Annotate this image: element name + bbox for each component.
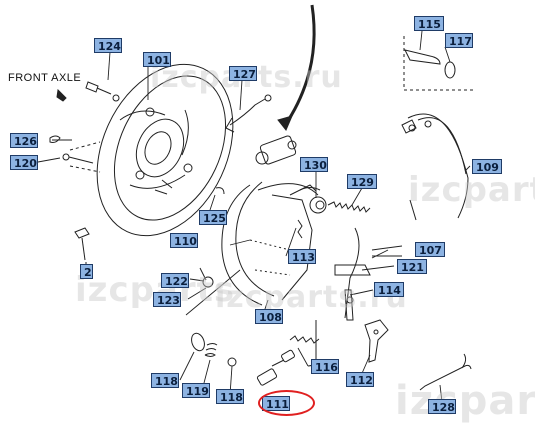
pin-120-drawing xyxy=(62,141,101,173)
part-label-130[interactable]: 130 xyxy=(300,157,328,172)
highlight-ring-111 xyxy=(258,390,315,416)
part-label-122[interactable]: 122 xyxy=(161,273,189,288)
part-label-2[interactable]: 2 xyxy=(80,264,93,279)
bolt-124-drawing xyxy=(85,81,120,102)
part-label-120[interactable]: 120 xyxy=(10,155,38,170)
part-label-113[interactable]: 113 xyxy=(288,249,316,264)
front-axle-label: FRONT AXLE xyxy=(8,72,82,84)
part-label-112[interactable]: 112 xyxy=(346,372,374,387)
backing-plate-drawing xyxy=(96,63,234,237)
part-label-118-left[interactable]: 118 xyxy=(151,373,179,388)
part-label-124[interactable]: 124 xyxy=(94,38,122,53)
cable-127-drawing xyxy=(225,94,272,133)
part-label-107[interactable]: 107 xyxy=(415,242,445,257)
part-label-126[interactable]: 126 xyxy=(10,133,38,148)
part-label-123[interactable]: 123 xyxy=(153,292,181,307)
part-label-109[interactable]: 109 xyxy=(472,159,502,174)
part-label-119[interactable]: 119 xyxy=(182,383,210,398)
part-label-117[interactable]: 117 xyxy=(445,33,473,48)
part-label-114[interactable]: 114 xyxy=(374,282,404,297)
adjuster-111-drawing xyxy=(256,349,295,386)
part-label-116[interactable]: 116 xyxy=(311,359,339,374)
wheel-cylinder-drawing xyxy=(255,135,297,165)
part-label-110[interactable]: 110 xyxy=(170,233,198,248)
part-label-101[interactable]: 101 xyxy=(143,52,171,67)
parking-lever-drawing xyxy=(334,227,403,321)
part-label-108[interactable]: 108 xyxy=(255,309,283,324)
part-label-118-right[interactable]: 118 xyxy=(216,389,244,404)
brake-shoe-drawing xyxy=(221,181,319,306)
part-label-127[interactable]: 127 xyxy=(229,66,257,81)
part-label-129[interactable]: 129 xyxy=(347,174,377,189)
spring-119-drawing xyxy=(191,332,237,367)
brake-shoe-109-drawing xyxy=(401,113,469,221)
part-label-128[interactable]: 128 xyxy=(428,399,456,414)
part-label-115[interactable]: 115 xyxy=(414,16,444,31)
part-label-121[interactable]: 121 xyxy=(397,259,427,274)
part-label-125[interactable]: 125 xyxy=(199,210,227,225)
